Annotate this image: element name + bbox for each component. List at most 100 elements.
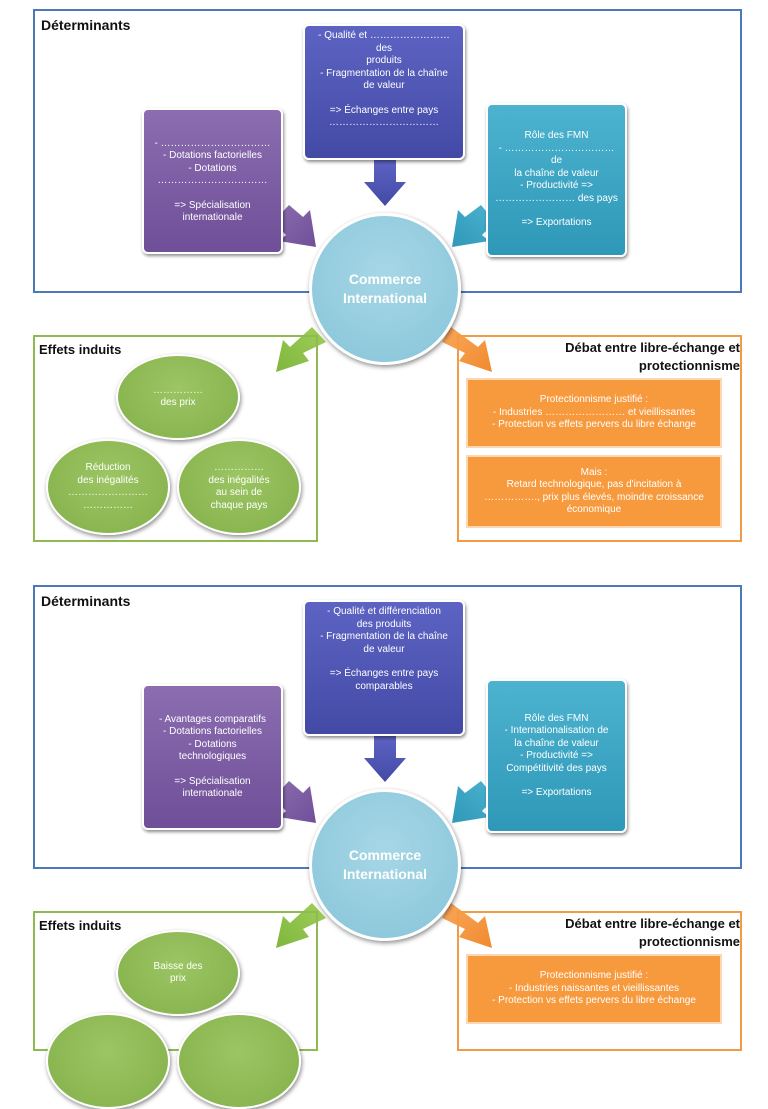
text-line: - Dotations factorielles (163, 726, 262, 737)
text-line: - …………………………… de (498, 142, 615, 167)
bottom-debate-title-line1: Débat entre libre-échange et (565, 916, 740, 931)
bottom-purple-arrow (273, 781, 316, 823)
top-orange-arrow (442, 327, 492, 372)
text-line: la chaîne de valeur (514, 737, 599, 749)
top-purple-box: - ……………………………- Dotations factorielles- D… (142, 108, 283, 254)
top-orange-box-but: Mais :Retard technologique, pas d'incita… (466, 455, 722, 528)
bottom-debate-title-line2: protectionnisme (638, 934, 740, 949)
text-line: Protectionnisme justifié : (539, 970, 649, 982)
top-green-arrow (276, 327, 326, 372)
text-line: de valeur (363, 80, 405, 91)
text-line: …………………………… (329, 117, 439, 128)
text-line: - Fragmentation de la chaîne (320, 67, 448, 79)
text-line: des produits (356, 618, 412, 630)
top-purple-arrow (273, 205, 316, 247)
text-line: économique (566, 504, 622, 515)
text-line: => Échanges entre pays (329, 668, 439, 679)
top-teal-arrow (452, 205, 495, 247)
bottom-purple-box: - Avantages comparatifs- Dotations facto… (142, 684, 283, 830)
text-line: - Qualité et différenciation (327, 606, 441, 617)
text-line: au sein de (215, 487, 263, 498)
bottom-center-circle: Commerce International (309, 789, 461, 941)
text-line: => Exportations (521, 217, 592, 229)
text-line: chaque pays (210, 499, 268, 511)
top-ellipse-prices: ……………des prix (116, 354, 240, 440)
text-line: - Protection vs effets pervers du libre … (492, 419, 696, 431)
text-line: …………………… des pays (495, 192, 618, 204)
text-line: - Fragmentation de la chaîne (320, 631, 448, 642)
text-line: - Internationalisation de (504, 725, 609, 736)
bottom-determinants-title: Déterminants (41, 593, 131, 609)
text-line: …………………… (68, 487, 148, 498)
bottom-green-arrow (276, 903, 326, 948)
text-line: => Spécialisation (174, 199, 251, 211)
text-line: - …………………………… (154, 137, 271, 149)
text-line: Compétitivité des pays (506, 762, 607, 774)
text-line: produits (366, 55, 402, 66)
text-line: - Avantages comparatifs (158, 713, 267, 725)
top-down-arrow (364, 160, 406, 206)
text-line: - Industries naissantes et vieillissante… (508, 982, 680, 994)
top-debate-title-line2: protectionnisme (638, 358, 740, 373)
bottom-ellipse-right-partial (177, 1013, 301, 1109)
text-line: - Dotations (188, 738, 237, 750)
top-debate-panel (457, 335, 742, 542)
top-effects-panel (33, 335, 318, 542)
text-line: …………… (83, 499, 133, 511)
bottom-effects-title: Effets induits (39, 918, 122, 933)
top-determinants-title: Déterminants (41, 17, 131, 33)
top-orange-box-justified: Protectionnisme justifié :- Industries …… (466, 378, 722, 448)
text-line: des prix (160, 397, 196, 408)
top-center-circle: Commerce International (309, 213, 461, 365)
text-line: prix (169, 973, 187, 984)
text-line: - Industries …………………… et vieillissantes (492, 406, 696, 418)
top-center-line1: Commerce (348, 271, 422, 287)
text-line: => Échanges entre pays (329, 104, 439, 116)
text-line: ……………., prix plus élevés, moindre croiss… (484, 491, 704, 503)
bottom-orange-box-justified: Protectionnisme justifié :- Industries n… (466, 954, 722, 1024)
text-line: => Spécialisation (174, 775, 251, 787)
bottom-orange-arrow (442, 903, 492, 948)
bottom-down-arrow (364, 736, 406, 782)
text-line: …………………………… (157, 175, 268, 186)
text-line: des inégalités (208, 474, 270, 486)
text-line: - Qualité et …………………… des (318, 30, 450, 54)
text-line: internationale (182, 212, 243, 223)
bottom-teal-arrow (452, 781, 495, 823)
bottom-center-line2: International (342, 866, 427, 882)
bottom-center-line1: Commerce (348, 847, 422, 863)
text-line: Baisse des (153, 960, 203, 972)
text-line: - Productivité => (520, 180, 593, 192)
text-line: internationale (182, 788, 243, 799)
text-line: technologiques (178, 751, 247, 762)
text-line: …………… (153, 384, 203, 396)
text-line: de valeur (363, 643, 405, 655)
top-debate-title-line1: Débat entre libre-échange et (565, 340, 740, 355)
top-center-line2: International (342, 290, 427, 306)
text-line: …………… (214, 462, 264, 473)
text-line: Réduction (85, 462, 131, 473)
text-line: Rôle des FMN (524, 130, 589, 142)
text-line: la chaîne de valeur (514, 167, 599, 179)
text-line: Protectionnisme justifié : (539, 394, 649, 406)
text-line: - Protection vs effets pervers du libre … (492, 995, 696, 1007)
text-line: => Exportations (521, 787, 592, 798)
arrows-layer (273, 160, 495, 948)
text-line: Rôle des FMN (524, 712, 589, 724)
text-line: comparables (355, 680, 413, 692)
text-line: - Productivité => (520, 750, 593, 761)
text-line: - Dotations (188, 162, 237, 174)
text-line: Retard technologique, pas d'incitation à (506, 479, 682, 490)
top-effects-title: Effets induits (39, 342, 122, 357)
text-line: - Dotations factorielles (163, 150, 262, 161)
text-line: des inégalités (77, 474, 139, 486)
text-line: Mais : (580, 466, 608, 478)
bottom-ellipse-left-partial (46, 1013, 170, 1109)
